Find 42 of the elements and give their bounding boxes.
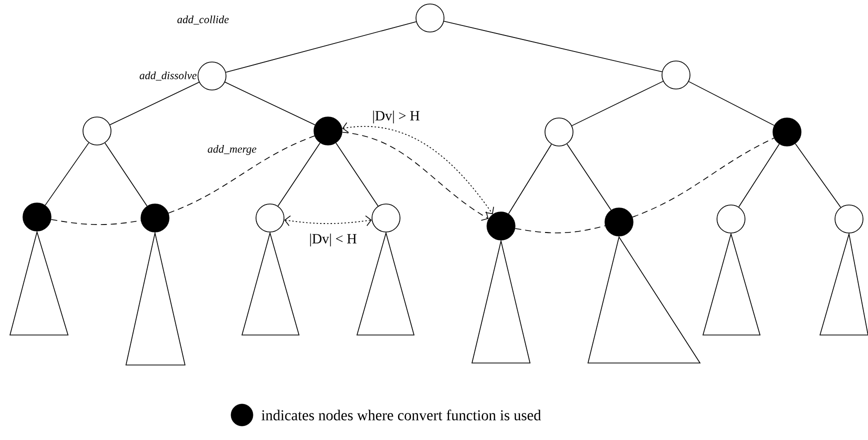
connector-line <box>566 144 612 210</box>
connector-line <box>278 142 320 206</box>
tree-node <box>604 208 634 236</box>
dashed-curve <box>514 225 606 234</box>
connector-line <box>110 82 200 126</box>
tree-node <box>314 116 342 146</box>
tree-node <box>140 204 170 232</box>
tree-node <box>772 118 802 146</box>
tree-node <box>82 116 112 146</box>
edge-label: |Dv| > H <box>371 110 421 124</box>
dashed-curve <box>50 219 142 225</box>
arrow <box>284 215 372 226</box>
arrow <box>342 122 494 214</box>
arrow <box>342 132 489 221</box>
edge-label: |Dv| < H <box>308 232 358 248</box>
tree-node <box>198 62 226 90</box>
connector-line <box>508 144 552 214</box>
curve-label: add_merge <box>208 145 256 155</box>
connector-line <box>444 20 662 72</box>
tree-node <box>486 212 516 240</box>
tree-node <box>256 204 284 232</box>
dashed-curve <box>632 138 774 218</box>
tree-node <box>662 60 690 90</box>
connector-line <box>688 81 775 126</box>
connector-line <box>738 144 780 208</box>
connector-line <box>226 21 416 73</box>
tree-node <box>22 202 52 232</box>
tree-node <box>372 204 400 232</box>
node-label: add_dissolve <box>140 71 197 81</box>
connector-line <box>224 82 316 126</box>
connector-line <box>794 143 842 208</box>
connector-line <box>44 142 90 206</box>
legend-text: indicates nodes where convert function is used <box>262 410 541 420</box>
dashed-curve <box>168 136 315 214</box>
connector-line <box>572 80 664 126</box>
tree-node <box>416 4 444 32</box>
tree-node <box>834 204 864 234</box>
curve-label: add_collide <box>177 15 229 25</box>
connector-line <box>336 142 378 206</box>
tree-node <box>716 204 746 234</box>
tree-node <box>544 118 574 146</box>
connector-line <box>104 142 148 206</box>
